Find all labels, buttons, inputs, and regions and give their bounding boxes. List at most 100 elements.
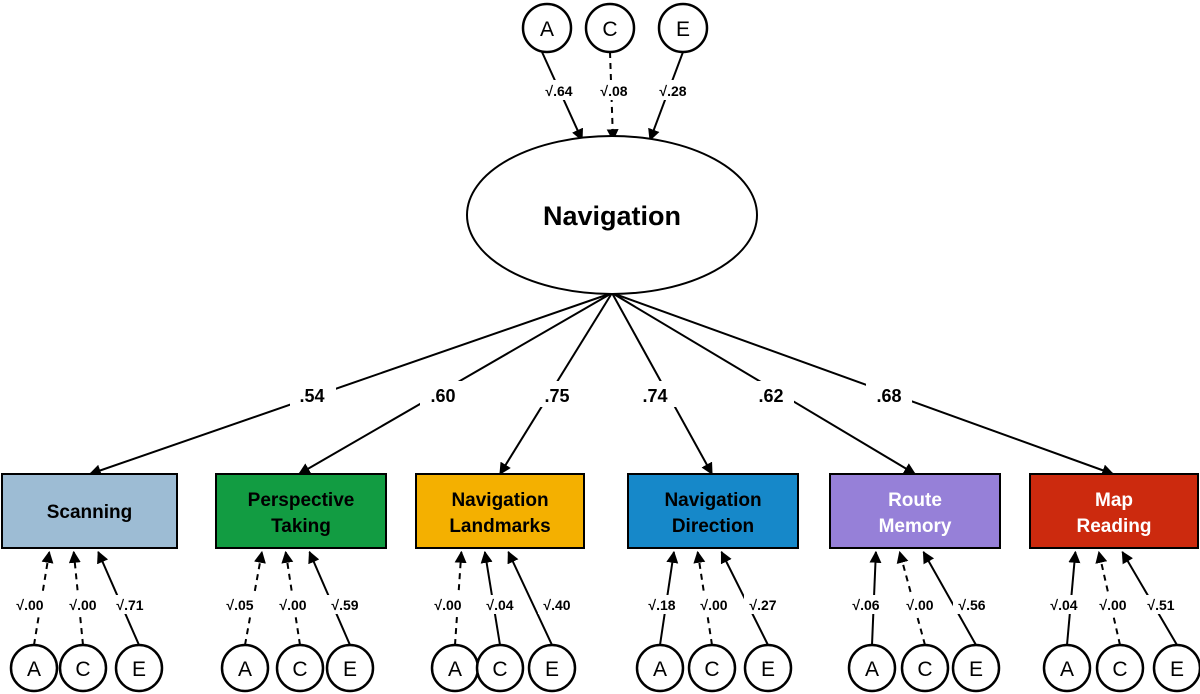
map-reading-label-line2: Reading (1077, 516, 1152, 537)
navigation-direction-c-letter: C (704, 658, 719, 681)
navigation-landmarks-a-letter: A (448, 658, 462, 681)
navigation-direction-label-line2: Direction (672, 516, 754, 537)
route-memory-c-circle (900, 643, 950, 693)
scanning-e-circle (114, 643, 164, 693)
latent-ace-group: A C E √.64 √.08 √.28 (521, 2, 709, 142)
loading-label-route-memory: .62 (758, 386, 783, 406)
navigation-landmarks-label-line2: Landmarks (449, 516, 550, 537)
navigation-landmarks-label-line1: Navigation (451, 490, 548, 511)
map-reading-label-line1: Map (1095, 490, 1133, 511)
scanning-e-path-label: √.71 (116, 597, 143, 613)
scanning-e-letter: E (132, 658, 146, 681)
loading-label-navigation-direction: .74 (642, 386, 667, 406)
navigation-landmarks-c-letter: C (492, 658, 507, 681)
navigation-landmarks-box (415, 473, 585, 549)
map-reading-a-path-label: √.04 (1050, 597, 1077, 613)
scanning-c-circle (58, 643, 108, 693)
navigation-landmarks-c-path-label: √.04 (486, 597, 513, 613)
scanning-a-circle (9, 643, 59, 693)
perspective-taking-e-circle (325, 643, 375, 693)
navigation-latent-label: Navigation (543, 201, 681, 231)
perspective-taking-label-line2: Taking (271, 516, 331, 537)
route-memory-a-circle (847, 643, 897, 693)
route-memory-c-letter: C (917, 658, 932, 681)
navigation-direction-e-letter: E (761, 658, 775, 681)
navigation-direction-c-path-label: √.00 (700, 597, 727, 613)
scanning-a-path-label: √.00 (16, 597, 43, 613)
map-reading-c-path-label: √.00 (1099, 597, 1126, 613)
map-reading-c-letter: C (1112, 658, 1127, 681)
navigation-landmarks-a-path-label: √.00 (434, 597, 461, 613)
perspective-taking-a-letter: A (238, 658, 252, 681)
map-reading-e-circle (1152, 643, 1200, 693)
perspective-taking-c-circle (275, 643, 325, 693)
navigation-landmarks-e-circle (527, 643, 577, 693)
scanning-c-path-label: √.00 (69, 597, 96, 613)
route-memory-e-arrow (922, 550, 977, 646)
navigation-landmarks-e-arrow (507, 550, 553, 646)
route-memory-c-path-label: √.00 (906, 597, 933, 613)
map-reading-a-circle (1042, 643, 1092, 693)
route-memory-box (829, 473, 1001, 549)
route-memory-label-line1: Route (888, 490, 942, 511)
perspective-taking-a-circle (220, 643, 270, 693)
navigation-latent-ellipse (466, 135, 758, 295)
map-reading-a-letter: A (1060, 658, 1074, 681)
loading-labels: .54 .60 .75 .74 .62 .68 (290, 381, 912, 407)
navigation-direction-a-circle (635, 643, 685, 693)
navigation-direction-e-circle (743, 643, 793, 693)
map-reading-box (1029, 473, 1199, 549)
loading-label-map-reading: .68 (876, 386, 901, 406)
navigation-direction-c-circle (687, 643, 737, 693)
route-memory-a-path-label: √.06 (852, 597, 879, 613)
navigation-direction-a-path-label: √.18 (648, 597, 675, 613)
perspective-taking-box (215, 473, 387, 549)
route-memory-e-letter: E (969, 658, 983, 681)
loading-arrow-scanning (88, 292, 613, 477)
perspective-taking-c-path-label: √.00 (279, 597, 306, 613)
perspective-taking-a-path-label: √.05 (226, 597, 253, 613)
route-memory-e-path-label: √.56 (958, 597, 985, 613)
perspective-taking-c-letter: C (292, 658, 307, 681)
route-memory-label-line2: Memory (879, 516, 952, 537)
perspective-taking-e-letter: E (343, 658, 357, 681)
scanning-a-letter: A (27, 658, 41, 681)
latent-c-path-label: √.08 (600, 83, 627, 99)
perspective-taking-e-path-label: √.59 (331, 597, 358, 613)
latent-e-path-label: √.28 (659, 83, 686, 99)
navigation-landmarks-e-letter: E (545, 658, 559, 681)
scanning-label: Scanning (47, 502, 133, 523)
loading-lines (88, 292, 1115, 477)
route-memory-e-circle (951, 643, 1001, 693)
latent-a-circle (521, 2, 573, 54)
latent-c-letter: C (602, 18, 617, 41)
map-reading-e-path-label: √.51 (1147, 597, 1174, 613)
loading-arrow-map-reading (611, 292, 1115, 476)
loading-label-navigation-landmarks: .75 (544, 386, 569, 406)
loading-label-scanning: .54 (299, 386, 324, 406)
perspective-taking-label-line1: Perspective (248, 490, 355, 511)
navigation-direction-a-letter: A (653, 658, 667, 681)
latent-a-path-label: √.64 (545, 83, 572, 99)
loading-label-perspective-taking: .60 (430, 386, 455, 406)
indicator-scanning: Scanning √.00 √.00 √.71A C E (1, 473, 178, 693)
navigation-landmarks-e-path-label: √.40 (543, 597, 570, 613)
scanning-box (1, 473, 178, 549)
navigation-direction-box (627, 473, 799, 549)
map-reading-e-letter: E (1170, 658, 1184, 681)
navigation-direction-label-line1: Navigation (664, 490, 761, 511)
route-memory-a-letter: A (865, 658, 879, 681)
latent-a-letter: A (540, 18, 554, 41)
latent-e-letter: E (676, 18, 690, 41)
map-reading-c-circle (1095, 643, 1145, 693)
navigation-landmarks-c-circle (475, 643, 525, 693)
scanning-c-letter: C (75, 658, 90, 681)
navigation-direction-e-path-label: √.27 (749, 597, 776, 613)
